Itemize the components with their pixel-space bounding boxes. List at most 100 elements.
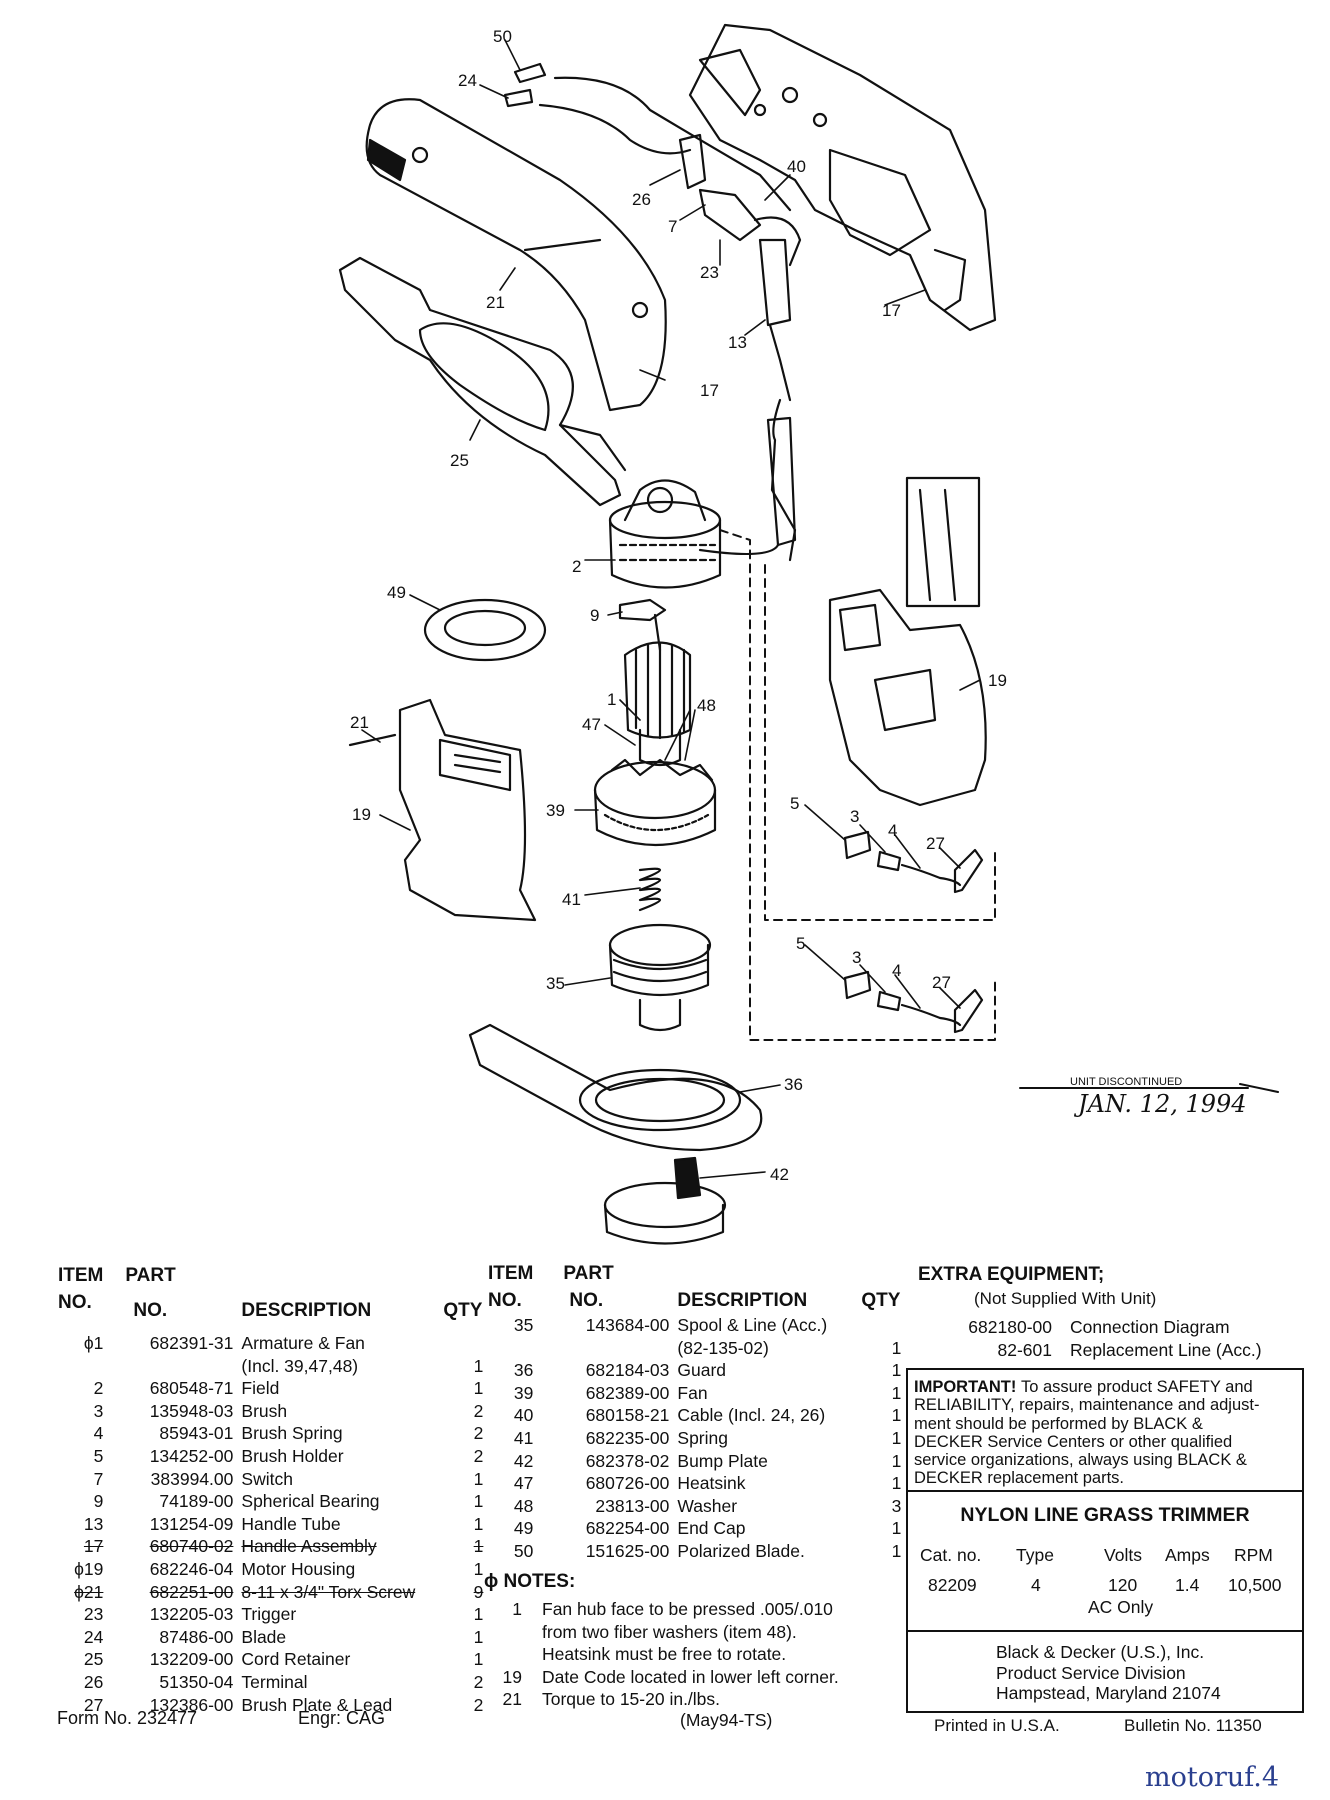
qty: 1 xyxy=(473,1468,484,1489)
callout-c49: 49 xyxy=(387,583,406,602)
description: 8-11 x 3/4" Torx Screw xyxy=(241,1581,416,1602)
important-lead: IMPORTANT! xyxy=(914,1378,1021,1396)
item-no: 35 xyxy=(513,1315,534,1335)
volts-header: Volts xyxy=(1104,1545,1142,1565)
item-no xyxy=(54,1355,107,1378)
part-no: 682389-00 xyxy=(585,1382,670,1403)
description: Cord Retainer xyxy=(241,1649,351,1670)
item-no: 40 xyxy=(513,1405,534,1426)
qty: 1 xyxy=(473,1649,484,1670)
qty-header: QTY xyxy=(861,1290,901,1311)
part-header: PART xyxy=(125,1265,176,1286)
important-line: RELIABILITY, repairs, maintenance and ad… xyxy=(914,1396,1296,1414)
callout-c42: 42 xyxy=(770,1165,789,1184)
handle-half-left xyxy=(365,98,667,412)
part-no: 682378-02 xyxy=(585,1450,670,1471)
leader-lines xyxy=(361,39,981,1179)
qty: 3 xyxy=(891,1495,902,1516)
bump-plate xyxy=(603,1156,727,1245)
qty: 1 xyxy=(473,1626,484,1647)
callout-c1: 1 xyxy=(607,690,616,709)
qty: 1 xyxy=(891,1427,902,1448)
callout-c5b: 5 xyxy=(796,934,805,953)
part-no: 151625-00 xyxy=(585,1540,670,1561)
description: Fan xyxy=(677,1382,708,1403)
callout-c35: 35 xyxy=(546,974,565,993)
handle-half-right xyxy=(688,23,997,332)
cord-retainer xyxy=(338,256,627,507)
callout-c47: 47 xyxy=(582,715,601,734)
amps-value: 1.4 xyxy=(1175,1575,1200,1595)
callout-c41: 41 xyxy=(562,890,581,909)
part-no: 143684-00 xyxy=(585,1315,670,1335)
item-header: ITEM xyxy=(488,1263,534,1284)
callout-c25: 25 xyxy=(450,451,469,470)
item-no: 41 xyxy=(513,1427,534,1448)
qty: 1 xyxy=(473,1378,484,1399)
item-no: 42 xyxy=(513,1450,534,1471)
callout-c19b: 19 xyxy=(988,671,1007,690)
callout-c27b: 27 xyxy=(932,973,951,992)
description: (82-135-02) xyxy=(677,1337,769,1358)
armature xyxy=(623,613,692,767)
description-header: DESCRIPTION xyxy=(677,1290,808,1311)
part-no: 74189-00 xyxy=(159,1491,234,1512)
note-text: Torque to 15-20 in./lbs. xyxy=(542,1689,721,1709)
item-no: 9 xyxy=(93,1491,104,1512)
description: Motor Housing xyxy=(241,1558,356,1579)
type-header: Type xyxy=(1016,1545,1054,1565)
item-no: 23 xyxy=(83,1604,104,1625)
callout-c2: 2 xyxy=(572,557,581,576)
item-no: 27 xyxy=(83,1694,104,1715)
part-no xyxy=(107,1355,237,1378)
item-no: 4 xyxy=(93,1423,104,1444)
callout-c4a: 4 xyxy=(888,821,897,840)
part-no: 682251-00 xyxy=(149,1581,234,1602)
qty: 2 xyxy=(473,1671,484,1692)
important-line: service organizations, always using BLAC… xyxy=(914,1451,1296,1469)
part-no: 680740-02 xyxy=(149,1536,234,1557)
note-item: Heatsink must be free to rotate. xyxy=(496,1643,839,1666)
qty: 2 xyxy=(473,1423,484,1444)
item-no: 49 xyxy=(513,1518,534,1539)
description: Brush Holder xyxy=(241,1445,344,1466)
item-no: 24 xyxy=(83,1626,104,1647)
part-no: 132205-03 xyxy=(149,1604,234,1625)
qty: 1 xyxy=(473,1536,484,1557)
item-no: 5 xyxy=(93,1445,104,1466)
description: Washer xyxy=(677,1495,738,1516)
qty: 1 xyxy=(891,1382,902,1403)
brush-assembly-lower xyxy=(843,970,984,1034)
description: Blade xyxy=(241,1626,287,1647)
callout-c39: 39 xyxy=(546,801,565,820)
motor-housing-right xyxy=(828,476,987,807)
exploded-parts-diagram: 5024264072321131717252499148472119391953… xyxy=(338,23,1279,1245)
part-no: 132386-00 xyxy=(149,1694,234,1715)
motor-field xyxy=(608,479,722,589)
note-number: 1 xyxy=(512,1599,522,1619)
form-number: Form No. 232477 xyxy=(57,1708,198,1728)
item-no: ϕ19 xyxy=(74,1558,104,1579)
description: End Cap xyxy=(677,1518,746,1539)
qty: 1 xyxy=(891,1540,902,1561)
description: Guard xyxy=(677,1360,727,1381)
callout-c3a: 3 xyxy=(850,807,859,826)
qty: 2 xyxy=(473,1445,484,1466)
amps-header: Amps xyxy=(1165,1545,1210,1565)
callout-c36: 36 xyxy=(784,1075,803,1094)
bulletin-number: Bulletin No. 11350 xyxy=(1124,1716,1262,1735)
part-no: 51350-04 xyxy=(159,1671,234,1692)
callout-c27a: 27 xyxy=(926,834,945,853)
